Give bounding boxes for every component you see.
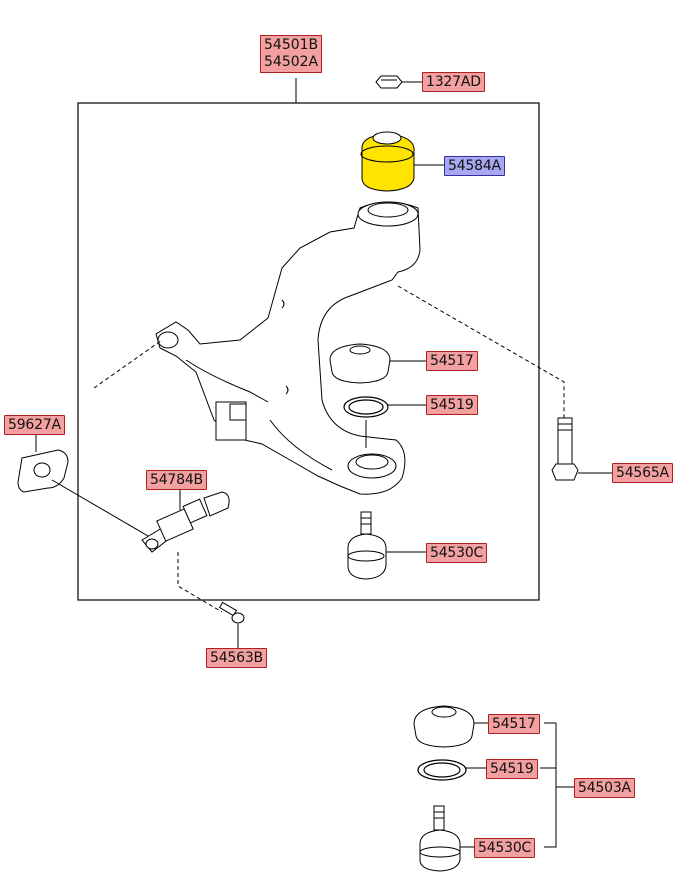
long-bolt-label[interactable]: 54565A [612,463,673,483]
ball-joint-label[interactable]: 54530C [426,543,488,563]
kit-snap-ring-label[interactable]: 54519 [486,759,538,779]
bracket-path-line [51,479,149,537]
nut-part [375,75,403,89]
kit-dust-cover-part [413,705,475,748]
kit-bracket-line [544,722,557,848]
snap-ring-part [343,396,389,418]
kit-dust-cover-label[interactable]: 54517 [488,714,540,734]
assembly-label-bottom: 54502A [264,54,319,70]
control-arm-part [155,201,421,495]
bracket-label[interactable]: 59627A [4,415,65,435]
highlighted-bushing-part [360,131,415,192]
ball-joint-part [347,511,387,580]
rear-bushing-dashed-path [93,339,163,389]
long-bolt-part [551,417,579,481]
dust-cover-label[interactable]: 54517 [426,351,478,371]
small-bolt-dashed-path [177,552,223,613]
assembly-frame [77,102,540,601]
snap-ring-label[interactable]: 54519 [426,395,478,415]
small-bolt-part [218,601,245,624]
kit-ball-joint-part [419,805,461,872]
assembly-label-top: 54501B [264,37,319,53]
bracket-part [17,449,69,493]
kit-assembly-label[interactable]: 54503A [574,778,635,798]
bushing-highlight-label[interactable]: 54584A [444,156,505,176]
small-bolt-label[interactable]: 54563B [206,648,267,668]
kit-snap-ring-part [417,759,467,781]
dust-cover-part [329,343,391,384]
long-bolt-dashed-path [397,285,565,418]
kit-ball-joint-label[interactable]: 54530C [474,838,536,858]
assembly-label[interactable]: 54501B 54502A [260,35,323,73]
rear-bushing-label[interactable]: 54784B [146,470,207,490]
nut-label[interactable]: 1327AD [422,72,485,92]
rear-bushing-part [141,491,230,553]
